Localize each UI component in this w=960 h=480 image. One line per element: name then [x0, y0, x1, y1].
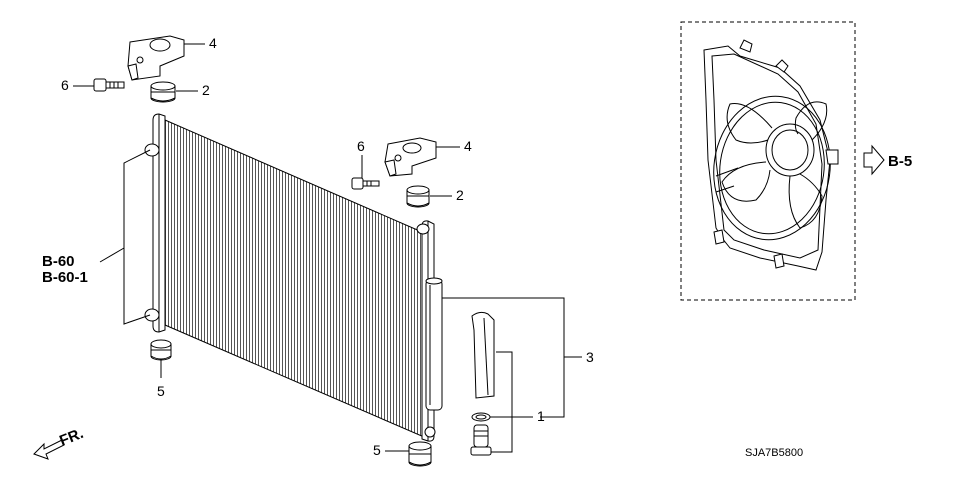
upper-bolt — [93, 78, 125, 92]
upper-cushion — [150, 81, 176, 103]
front-marker-label: FR. — [57, 425, 86, 450]
callout-1[interactable]: 1 — [537, 408, 545, 424]
receiver-dryer — [425, 277, 443, 411]
o-ring-seal — [471, 412, 491, 422]
ref-b60-1[interactable]: B-60-1 — [42, 269, 88, 286]
receiver-leader — [442, 297, 582, 418]
fan-shroud-frame — [680, 21, 856, 301]
condenser — [144, 113, 436, 442]
fan-shroud — [703, 39, 839, 271]
seal-leader — [490, 351, 533, 453]
callout-4-mid[interactable]: 4 — [464, 138, 472, 154]
upper-bracket — [127, 35, 185, 81]
lower-left-cushion — [150, 339, 172, 361]
condenser-core — [164, 119, 425, 438]
lower-left-pin — [144, 308, 160, 322]
b60-leader — [99, 149, 151, 325]
lower-middle-cushion — [408, 441, 432, 467]
upper-left-pin — [144, 143, 160, 157]
callout-6-top[interactable]: 6 — [61, 77, 69, 93]
b5-arrow — [863, 144, 885, 176]
callout-3[interactable]: 3 — [586, 349, 594, 365]
callout-2-top[interactable]: 2 — [202, 82, 210, 98]
diagram-code: SJA7B5800 — [745, 447, 803, 459]
front-arrow — [33, 439, 65, 460]
callout-6-mid[interactable]: 6 — [357, 138, 365, 154]
desiccant-bag — [471, 311, 495, 399]
callout-5-left[interactable]: 5 — [157, 383, 165, 399]
lower-right-pin — [424, 426, 436, 438]
middle-bracket — [384, 137, 437, 177]
callout-2-mid[interactable]: 2 — [456, 187, 464, 203]
drain-plug — [470, 424, 492, 456]
middle-bolt — [351, 177, 380, 190]
middle-cushion — [406, 185, 430, 208]
upper-right-pin — [416, 223, 430, 235]
callout-4-top[interactable]: 4 — [209, 35, 217, 51]
ref-b5[interactable]: B-5 — [888, 153, 912, 170]
callout-5-mid[interactable]: 5 — [373, 442, 381, 458]
ref-b60[interactable]: B-60 — [42, 253, 75, 270]
